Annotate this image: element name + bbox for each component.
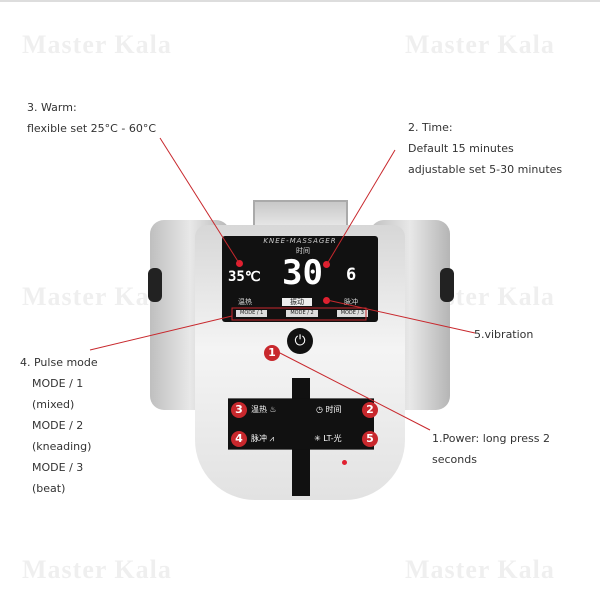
heat-waves-icon: ♨ [269, 405, 277, 414]
badge-1: 1 [264, 345, 280, 361]
mode-1: MODE / 1 [236, 310, 268, 317]
warm-detail: flexible set 25°C - 60°C [27, 122, 156, 135]
watermark: Master Kala [405, 555, 555, 584]
power-line [277, 351, 431, 431]
mode-2: MODE / 2 [286, 310, 318, 317]
power-annotation: 1.Power: long press 2 seconds [432, 432, 550, 466]
right-knob [440, 268, 454, 302]
pulse-annotation: 4. Pulse mode MODE / 1 (mixed) MODE / 2 … [20, 352, 98, 499]
vibration-line [326, 299, 476, 334]
warm-title: 3. Warm: [27, 101, 77, 114]
time-label: 时间 [296, 247, 310, 255]
warm-annotation: 3. Warm: flexible set 25°C - 60°C [27, 97, 156, 139]
warm-marker [236, 260, 243, 267]
badge-3: 3 [231, 402, 247, 418]
clock-icon: ◷ [316, 405, 323, 414]
pulse-line: (beat) [32, 482, 66, 495]
time-line [326, 149, 396, 265]
temp-value: 35℃ [228, 269, 261, 285]
heat-label: 温热 [238, 298, 252, 306]
pulse-line: MODE / 1 [32, 377, 84, 390]
time-title: 2. Time: [408, 121, 453, 134]
light-button[interactable]: ✳ LT-光 [314, 434, 342, 444]
pulse-title: 4. Pulse mode [20, 356, 98, 369]
pulse-line: MODE / 3 [32, 461, 84, 474]
watermark: Master Kala [22, 555, 172, 584]
left-knob [148, 268, 162, 302]
pulse-button[interactable]: 脉冲 ⩘ [251, 434, 274, 444]
pulse-label: 脉冲 [344, 298, 358, 306]
badge-5: 5 [362, 431, 378, 447]
badge-2: 2 [362, 402, 378, 418]
time-button[interactable]: ◷ 时间 [316, 405, 342, 415]
warm-line [159, 137, 240, 264]
time-line2: adjustable set 5-30 minutes [408, 163, 563, 176]
pulse-line: MODE / 2 [32, 419, 84, 432]
time-marker [323, 261, 330, 268]
watermark: Master Kala [405, 30, 555, 59]
light-button-label: LT-光 [323, 434, 342, 443]
time-annotation: 2. Time: Default 15 minutes adjustable s… [408, 117, 562, 180]
control-panel [228, 398, 374, 450]
vibrate-label: 振动 [282, 298, 312, 306]
top-divider [0, 0, 600, 2]
pulse-line [89, 315, 233, 351]
power-icon: ⏻ [294, 333, 306, 349]
pulse-line: (kneading) [32, 440, 92, 453]
brand-text: KNEE-MASSAGER [263, 237, 337, 245]
vibration-annotation: 5.vibration [474, 328, 534, 341]
time-button-label: 时间 [325, 405, 342, 414]
vibration-marker [323, 297, 330, 304]
pulse-wave-icon: ⩘ [269, 434, 275, 443]
time-line1: Default 15 minutes [408, 142, 514, 155]
mode-3: MODE / 3 [336, 310, 368, 317]
power-button[interactable]: ⏻ [287, 328, 313, 354]
pulse-line: (mixed) [32, 398, 75, 411]
watermark: Master Kala [22, 282, 172, 311]
mode-box [231, 307, 367, 321]
badge-4: 4 [231, 431, 247, 447]
watermark: Master Kala [22, 30, 172, 59]
indicator-led [342, 460, 347, 465]
heat-button[interactable]: 温热 ♨ [251, 405, 277, 415]
time-value: 30 [282, 253, 323, 293]
heat-button-label: 温热 [251, 405, 267, 414]
pulse-button-label: 脉冲 [251, 434, 267, 443]
level-value: 6 [346, 265, 357, 285]
mode-row: MODE / 1 MODE / 2 MODE / 3 [236, 310, 368, 317]
light-icon: ✳ [314, 434, 321, 443]
